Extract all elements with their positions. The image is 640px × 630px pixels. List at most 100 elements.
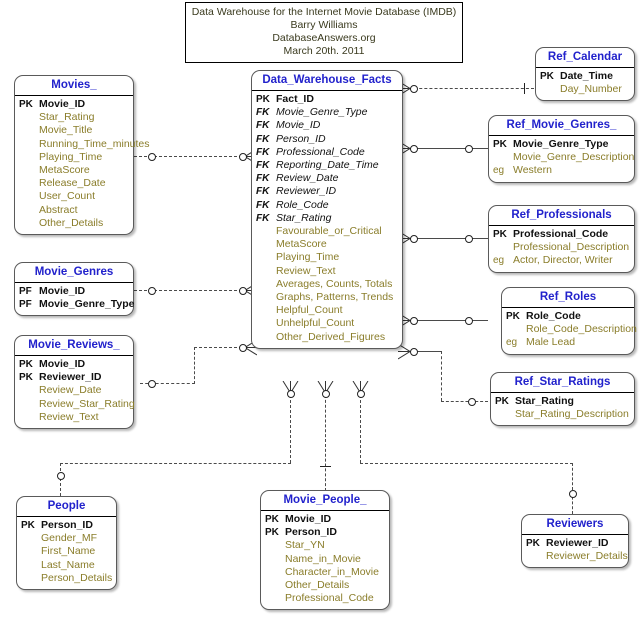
attribute-key: FK: [256, 186, 270, 198]
entity-title-ref-professionals: Ref_Professionals: [489, 206, 634, 226]
attribute-row: Unhelpful_Count: [256, 317, 399, 330]
attribute-key: FK: [256, 146, 270, 158]
attribute-name: Star_YN: [285, 539, 325, 552]
attribute-row: Gender_MF: [21, 532, 113, 545]
cardinality-optional-people: [57, 472, 65, 480]
diagram-title-line-3: DatabaseAnswers.org: [272, 32, 376, 44]
cardinality-optional-refstars-facts: [410, 348, 418, 356]
attribute-name: Professional_Code: [285, 592, 374, 605]
entity-title-movie-genres: Movie_Genres: [15, 263, 133, 283]
connector-facts-refstars-seg3: [441, 401, 488, 402]
attribute-name: Abstract: [39, 203, 78, 216]
attribute-name: Star_Rating_Description: [515, 408, 629, 421]
attribute-key: FK: [256, 107, 270, 119]
attribute-name: Review_Star_Rating: [39, 397, 135, 410]
cardinality-optional-refroles: [465, 317, 473, 325]
attribute-row: Star_Rating_Description: [495, 408, 631, 421]
attribute-name: MetaScore: [39, 164, 90, 177]
attribute-row: Character_in_Movie: [265, 566, 386, 579]
attribute-name: Movie_Genre_Description: [513, 151, 635, 164]
attribute-key: PK: [19, 372, 33, 384]
attribute-name: Reviewer_ID: [39, 371, 102, 384]
attribute-name: Playing_Time: [39, 150, 103, 163]
attribute-name: Movie_ID: [276, 119, 321, 132]
attribute-row: Running_Time_minutes: [19, 138, 150, 151]
attribute-name: First_Name: [41, 545, 96, 558]
attribute-name: Movie_Title: [39, 124, 93, 137]
attribute-name: Release_Date: [39, 177, 106, 190]
diagram-title-line-1: Data Warehouse for the Internet Movie Da…: [191, 6, 457, 18]
cardinality-optional-facts-people: [287, 390, 295, 398]
connector-movies-to-facts: [134, 156, 252, 157]
attribute-name: Review_Date: [39, 384, 102, 397]
attribute-name: Character_in_Movie: [285, 565, 379, 578]
attribute-key: PK: [495, 396, 509, 407]
attribute-name: Person_ID: [41, 519, 93, 531]
attribute-row: Reviewer_Details: [526, 550, 628, 563]
connector-facts-to-ref-movie-genres: [404, 148, 488, 149]
attribute-row: Review_Text: [256, 265, 399, 278]
attribute-name: Movie_Genre_Type: [39, 298, 135, 311]
attribute-name: Review_Text: [276, 264, 336, 277]
attribute-row: Graphs, Patterns, Trends: [256, 291, 399, 304]
attribute-key: PK: [526, 538, 540, 549]
cardinality-optional-facts-movies: [239, 153, 247, 161]
entity-title-ref-roles: Ref_Roles: [502, 288, 634, 308]
attribute-name: Helpful_Count: [276, 304, 343, 317]
attribute-name: Review_Date: [276, 172, 339, 185]
attribute-row: Other_Details: [19, 217, 130, 230]
attribute-name: Review_Text: [39, 410, 99, 423]
diagram-title-line-4: March 20th. 2011: [283, 45, 365, 57]
entity-title-data-warehouse-facts: Data_Warehouse_Facts: [252, 71, 402, 91]
attribute-key: PK: [493, 139, 507, 150]
attribute-name: Star_Rating: [515, 395, 574, 407]
connector-facts-reviewers-seg1: [360, 395, 361, 463]
attribute-row: Playing_Time: [19, 151, 130, 164]
attribute-row: User_Count: [19, 190, 130, 203]
attribute-key: FK: [256, 212, 270, 224]
attribute-key: PK: [506, 311, 520, 322]
entity-title-ref-movie-genres: Ref_Movie_Genres_: [489, 116, 634, 136]
connector-facts-people-seg2: [60, 463, 291, 464]
attribute-row: Movie_Title: [19, 124, 130, 137]
attribute-row: Name_in_Movie: [265, 553, 386, 566]
entity-title-people: People: [17, 497, 116, 517]
attribute-row: Helpful_Count: [256, 304, 399, 317]
attribute-row: Release_Date: [19, 177, 130, 190]
attribute-row: First_Name: [21, 545, 113, 558]
connector-movie-genres-to-facts: [134, 290, 252, 291]
attribute-name: Role_Code: [276, 198, 329, 211]
attribute-row: Playing_Time: [256, 251, 399, 264]
attribute-name: Actor, Director, Writer: [513, 254, 613, 267]
attribute-name: Reporting_Date_Time: [276, 159, 379, 172]
attribute-row: Last_Name: [21, 559, 113, 572]
connector-facts-refstars-seg2: [441, 351, 442, 401]
attribute-name: Professional_Code: [276, 145, 365, 158]
attribute-name: Movie_ID: [285, 513, 332, 525]
